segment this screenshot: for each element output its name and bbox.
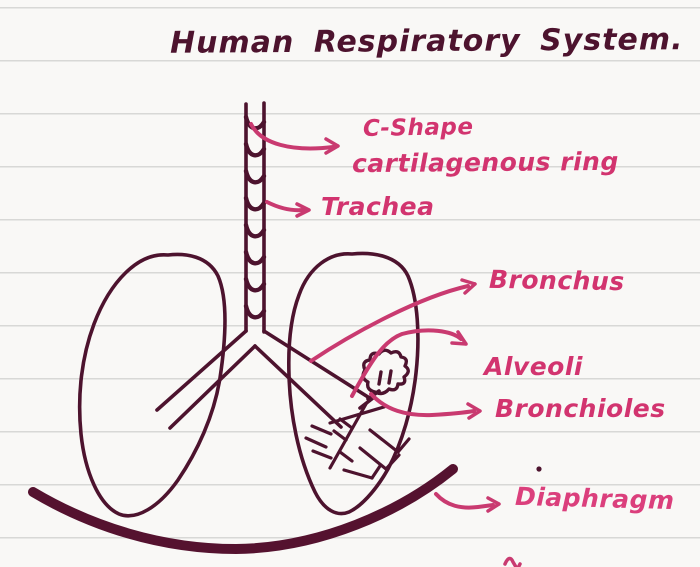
label-bronchioles: Bronchioles	[495, 394, 666, 423]
cartilage-ring-icon	[243, 168, 267, 185]
cartilage-ring-icon	[243, 276, 267, 293]
cartilage-ring-icon	[243, 303, 267, 320]
arrowhead-icon	[295, 202, 311, 218]
page-title: Human Respiratory System.	[169, 22, 684, 61]
diaphragm-drawing	[28, 464, 458, 555]
cutoff-label-fragment	[503, 556, 522, 567]
label-trachea: Trachea	[321, 192, 435, 221]
right-bronchus-inner-line	[253, 344, 343, 429]
alveoli-inner-line	[377, 370, 383, 386]
arrowhead-icon	[486, 496, 501, 513]
trachea-drawing	[243, 101, 267, 334]
diaphragm-arrow	[434, 492, 501, 513]
label-cartilagenous-ring: cartilagenous ring	[351, 146, 619, 179]
alveoli-arrow	[350, 328, 468, 398]
cartilage-ring-icon	[243, 249, 267, 266]
left-bronchus-drawing	[155, 329, 257, 430]
left-bronchus-inner-line	[168, 344, 257, 430]
label-bronchus: Bronchus	[488, 264, 625, 297]
arrowhead-icon	[466, 402, 482, 420]
cartilage-ring-icon	[243, 141, 267, 158]
trachea-cartilage-rings	[243, 114, 267, 320]
label-c-shape: C-Shape	[362, 114, 474, 142]
arrowhead-icon	[324, 137, 340, 155]
left-lung-outline	[77, 252, 227, 518]
label-diaphragm: Diaphragm	[514, 481, 675, 516]
bronchus-arrow	[309, 278, 477, 363]
label-alveoli: Alveoli	[484, 352, 583, 381]
cartilage-ring-icon	[243, 195, 267, 212]
bronchioles-drawing	[304, 402, 411, 480]
cartilage-ring-icon	[243, 114, 267, 131]
trachea-arrow	[265, 200, 311, 218]
arrowhead-icon	[460, 278, 477, 295]
arrowhead-icon	[450, 330, 468, 346]
c-shape-arrow	[249, 122, 340, 155]
alveoli-inner-line	[387, 369, 393, 385]
bronchioles-arrow	[369, 392, 482, 420]
cartilage-ring-icon	[243, 222, 267, 239]
alveoli-cluster-drawing	[361, 348, 410, 396]
left-bronchus-outer-line	[155, 329, 248, 412]
ink-dot	[536, 466, 542, 472]
right-bronchus-outer-line	[262, 329, 370, 399]
